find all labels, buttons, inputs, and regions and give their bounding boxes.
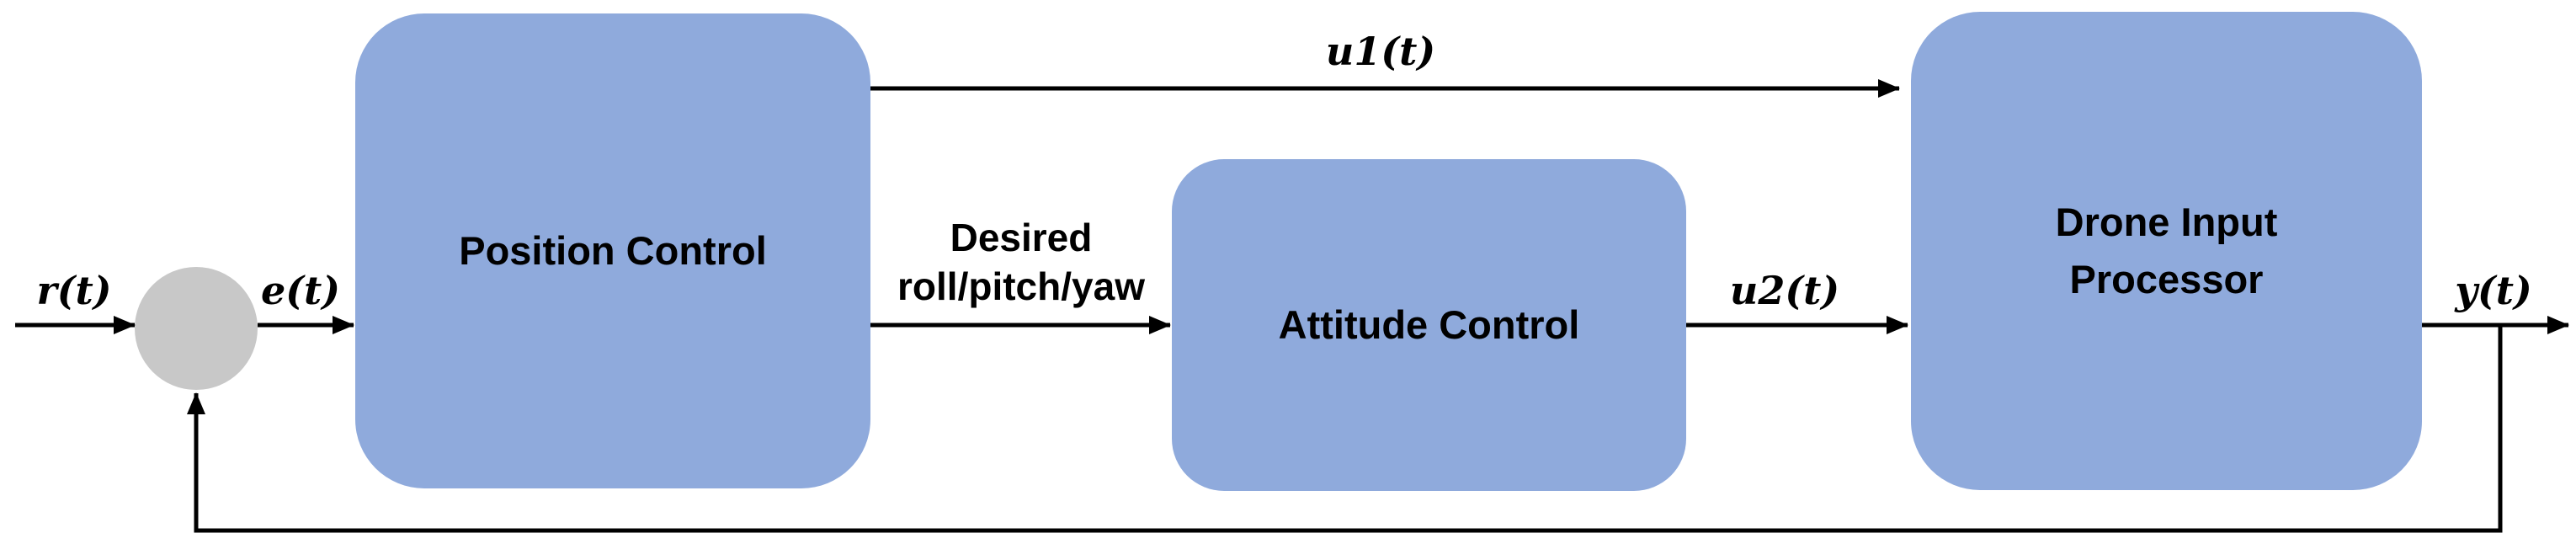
position-control-block: Position Control xyxy=(355,13,870,488)
u1-signal-label: u1(t) xyxy=(1325,29,1436,74)
desired-roll-pitch-yaw-label: Desired roll/pitch/yaw xyxy=(897,214,1145,311)
r-signal-label: r(t) xyxy=(36,268,112,313)
attitude-control-block: Attitude Control xyxy=(1172,159,1686,491)
desired-label-line1: Desired xyxy=(950,216,1093,259)
position-control-label: Position Control xyxy=(459,227,767,273)
feedback-path-arrow xyxy=(187,327,2503,533)
drone-input-processor-label-line2: Processor xyxy=(2069,257,2264,301)
drone-input-processor-block: Drone Input Processor xyxy=(1911,12,2422,490)
y-signal-label: y(t) xyxy=(2455,268,2532,313)
desired-label-line2: roll/pitch/yaw xyxy=(897,264,1145,308)
summing-junction-circle xyxy=(135,267,258,390)
u2-signal-label: u2(t) xyxy=(1729,268,1840,313)
e-signal-label: e(t) xyxy=(260,268,341,313)
attitude-control-label: Attitude Control xyxy=(1278,301,1580,347)
drone-input-processor-label-line1: Drone Input xyxy=(2055,199,2278,244)
